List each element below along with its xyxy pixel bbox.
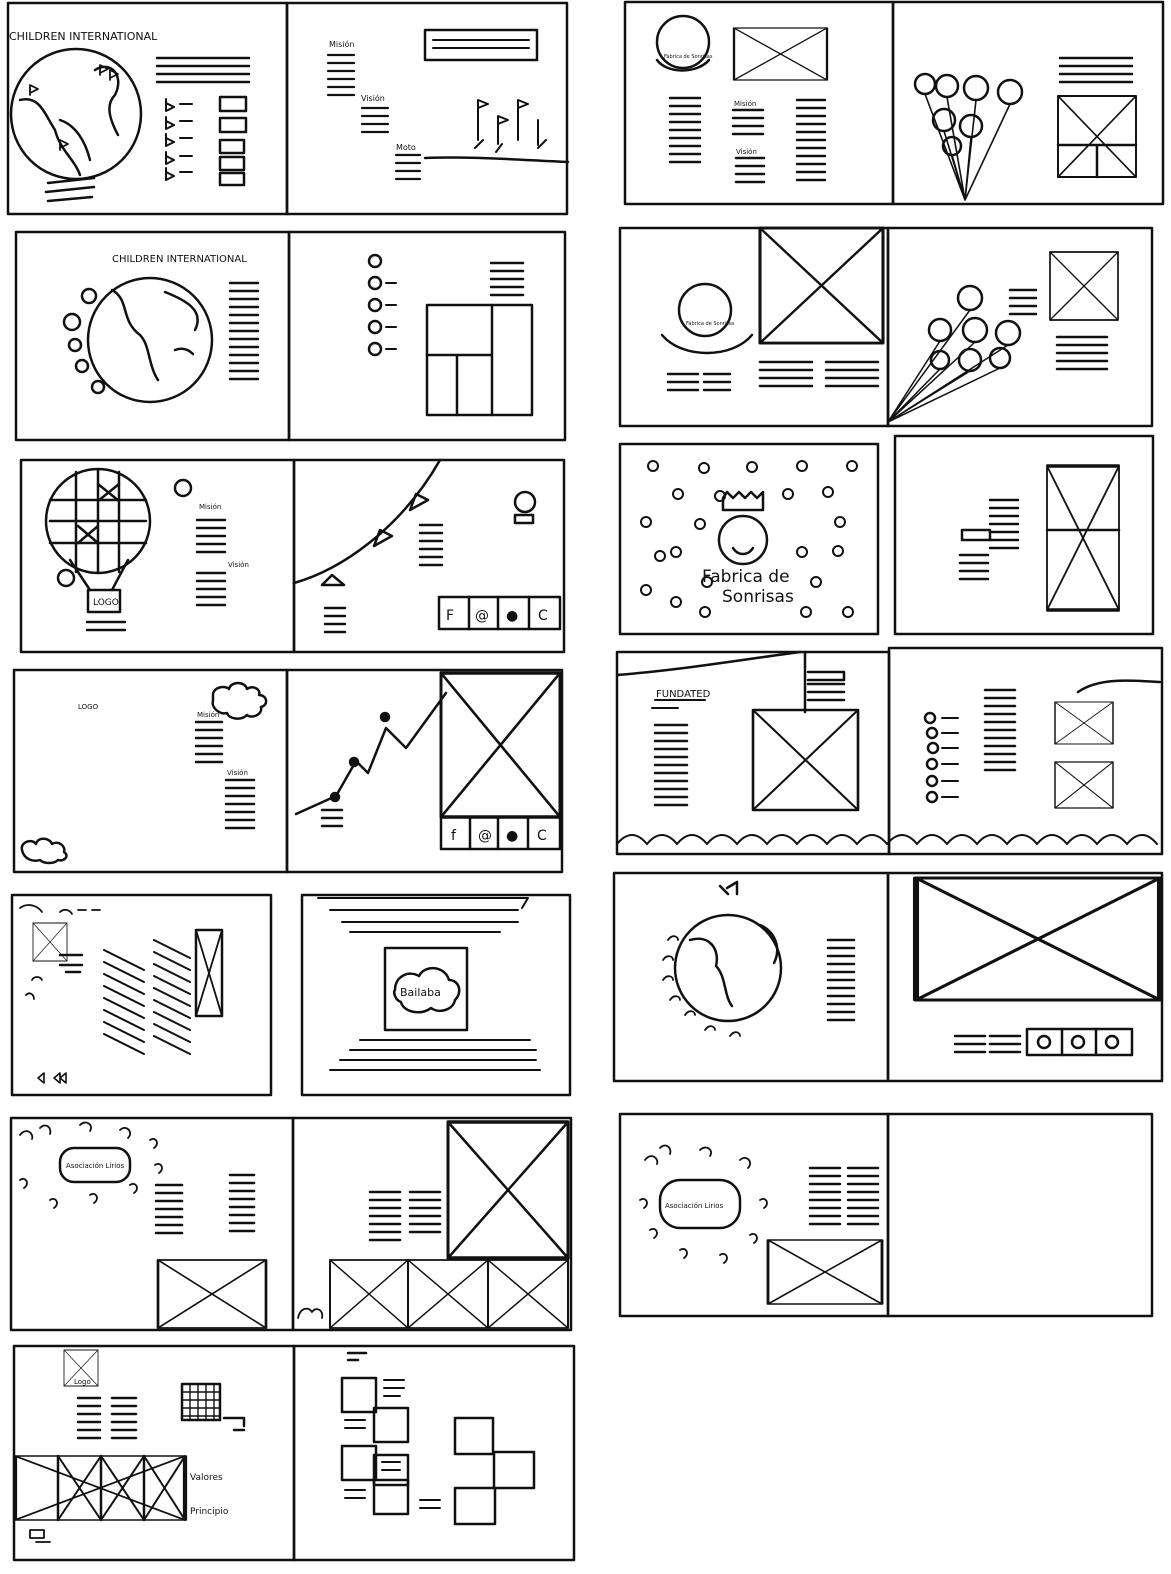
sketch-left-6	[11, 1118, 571, 1330]
slide-frame	[893, 2, 1163, 204]
badge-label: Fábrica de Sonrisas	[664, 53, 713, 60]
social-facebook-icon[interactable]: f	[451, 828, 457, 844]
mision-label: Misión	[329, 39, 354, 49]
principio-label: Principio	[190, 1507, 229, 1517]
social-facebook-icon[interactable]: F	[446, 608, 454, 624]
sketch-right-2	[620, 228, 1152, 426]
brand-title: Fabrica de	[702, 567, 790, 587]
badge-label: Fábrica de Sonrisas	[686, 320, 735, 327]
mision-label: Misión	[197, 711, 219, 719]
badge-icon	[679, 284, 731, 336]
logo-label: LOGO	[93, 598, 119, 608]
badge-label: Asociación Lirios	[66, 1162, 124, 1170]
slide-frame	[287, 3, 567, 214]
logo-label: LOGO	[78, 703, 99, 711]
badge-label: Asociación Lirios	[665, 1202, 723, 1210]
vision-label: Visión	[736, 148, 757, 156]
brand-title: Sonrisas	[722, 587, 794, 607]
mision-label: Misión	[199, 503, 221, 511]
slide-frame	[620, 228, 888, 426]
badge-label: Bailaba	[400, 986, 441, 999]
slide-frame	[21, 460, 294, 652]
slide-title: CHILDREN INTERNATIONAL	[112, 254, 247, 265]
slide-frame	[888, 873, 1162, 1081]
slide-title: CHILDREN INTERNATIONAL	[9, 30, 158, 43]
text-lines	[157, 58, 249, 82]
globe-icon	[675, 915, 781, 1021]
globe-icon	[88, 278, 212, 402]
logo-label: Logo	[74, 1378, 91, 1386]
mision-label: Misión	[734, 100, 756, 108]
sketch-left-2	[16, 232, 565, 440]
social-ball-icon[interactable]: ●	[506, 828, 518, 844]
sketch-right-6	[620, 1114, 1152, 1316]
slide-frame	[12, 895, 271, 1095]
sketch-right-3	[620, 436, 1153, 634]
social-c-icon[interactable]: C	[538, 608, 548, 624]
social-ball-icon[interactable]: ●	[506, 608, 518, 624]
badge-icon	[657, 16, 709, 68]
vision-label: Visión	[228, 561, 249, 569]
brand-title: FUNDATED	[656, 689, 711, 700]
cloud-icon	[22, 839, 67, 863]
slide-frame	[14, 1346, 294, 1560]
valores-label: Valores	[190, 1473, 223, 1483]
sketch-right-4	[617, 648, 1162, 854]
sketch-right-1	[625, 2, 1163, 204]
vision-label: Visión	[361, 93, 385, 103]
sketch-right-5	[614, 873, 1162, 1081]
social-email-icon[interactable]: @	[478, 828, 492, 844]
globe-icon	[11, 49, 141, 179]
moto-label: Moto	[396, 143, 416, 152]
social-c-icon[interactable]: C	[537, 828, 547, 844]
slide-frame	[888, 1114, 1152, 1316]
social-email-icon[interactable]: @	[475, 608, 489, 624]
sketch-left-5	[12, 895, 570, 1095]
ribbon-icon	[46, 178, 94, 201]
slide-frame	[614, 873, 888, 1081]
vision-label: Visión	[227, 769, 248, 777]
sketch-left-7	[14, 1346, 574, 1560]
cloud-icon	[213, 683, 266, 719]
